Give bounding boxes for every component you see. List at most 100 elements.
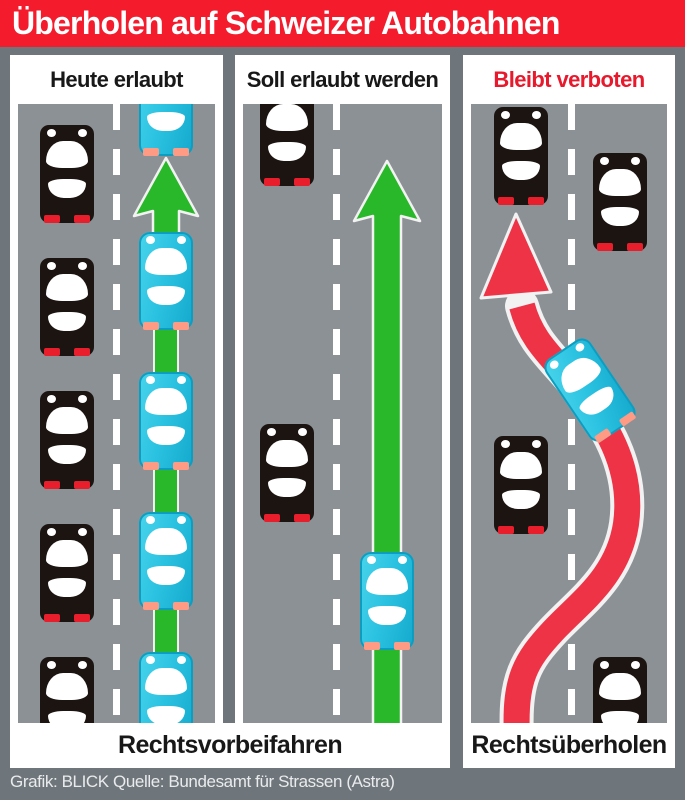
rear-window [48, 578, 86, 597]
panel-soll-erlaubt-werden: Soll erlaubt werden [235, 55, 450, 768]
headlight-dot-icon [177, 516, 186, 524]
taillight [74, 614, 90, 622]
windshield [145, 668, 187, 695]
road-bleibt-verboten [471, 104, 667, 723]
taillight [173, 322, 189, 330]
cyan-car [139, 104, 193, 156]
windshield [46, 141, 88, 168]
rear-window [147, 286, 185, 305]
black-car [40, 125, 94, 223]
headlight-dot-icon [532, 111, 541, 119]
cyan-car [139, 652, 193, 723]
rear-window [368, 606, 406, 625]
windshield [266, 104, 308, 131]
windshield [599, 169, 641, 196]
green-up-arrow-long-icon [352, 159, 422, 723]
taillight [44, 348, 60, 356]
label-rechtsueberholen: Rechtsüberholen [471, 731, 667, 759]
black-car [494, 436, 548, 534]
headlight-dot-icon [177, 236, 186, 244]
taillight [173, 462, 189, 470]
lane-divider-dashed-line [568, 104, 575, 723]
panel-heute-erlaubt: Heute erlaubt [10, 55, 223, 768]
windshield [266, 440, 308, 467]
windshield [145, 388, 187, 415]
black-car [40, 524, 94, 622]
lane-divider-dashed-line [333, 104, 340, 723]
headlight-dot-icon [573, 341, 586, 354]
headlight-dot-icon [47, 129, 56, 137]
page-title: Überholen auf Schweizer Autobahnen [12, 5, 560, 41]
taillight [44, 614, 60, 622]
headlight-dot-icon [398, 556, 407, 564]
windshield [554, 350, 605, 397]
rear-window [147, 566, 185, 585]
rear-window [502, 161, 540, 180]
black-car [593, 657, 647, 723]
rear-window [577, 383, 620, 421]
windshield [46, 274, 88, 301]
rear-window [147, 426, 185, 445]
headlight-dot-icon [631, 661, 640, 669]
taillight [74, 481, 90, 489]
source-credit-text: Grafik: BLICK Quelle: Bundesamt für Stra… [10, 772, 395, 791]
rear-window [268, 142, 306, 161]
road-heute-erlaubt [18, 104, 215, 723]
taillight [143, 322, 159, 330]
taillight [44, 481, 60, 489]
windshield [500, 123, 542, 150]
headlight-dot-icon [177, 656, 186, 664]
headlight-dot-icon [600, 661, 609, 669]
windshield [366, 568, 408, 595]
taillight [528, 197, 544, 205]
black-car [260, 424, 314, 522]
black-car [593, 153, 647, 251]
headlight-dot-icon [78, 661, 87, 669]
black-car [260, 104, 314, 186]
cyan-car [139, 232, 193, 330]
taillight [394, 642, 410, 650]
windshield [46, 407, 88, 434]
headlight-dot-icon [146, 516, 155, 524]
taillight [597, 243, 613, 251]
headlight-dot-icon [367, 556, 376, 564]
taillight [498, 197, 514, 205]
rear-window [601, 207, 639, 226]
panel-bleibt-verboten: Bleibt verboten [463, 55, 675, 768]
cyan-car [139, 512, 193, 610]
cyan-car [360, 552, 414, 650]
taillight [498, 526, 514, 534]
headlight-dot-icon [47, 528, 56, 536]
windshield [145, 528, 187, 555]
rear-window [601, 711, 639, 723]
taillight [173, 148, 189, 156]
lane-divider-dashed-line [113, 104, 120, 723]
rear-window [48, 445, 86, 464]
headlight-dot-icon [146, 236, 155, 244]
headlight-dot-icon [501, 440, 510, 448]
headlight-dot-icon [631, 157, 640, 165]
rear-window [502, 490, 540, 509]
panel-header-soll-erlaubt-werden: Soll erlaubt werden [246, 66, 439, 92]
headlight-dot-icon [78, 262, 87, 270]
headlight-dot-icon [298, 428, 307, 436]
windshield [46, 540, 88, 567]
taillight [74, 348, 90, 356]
taillight [143, 462, 159, 470]
rear-window [48, 312, 86, 331]
headlight-dot-icon [78, 129, 87, 137]
windshield [145, 248, 187, 275]
rear-window [48, 711, 86, 723]
black-car [494, 107, 548, 205]
black-car [40, 657, 94, 723]
headlight-dot-icon [267, 428, 276, 436]
headlight-dot-icon [47, 262, 56, 270]
headlight-dot-icon [78, 528, 87, 536]
label-box-rechtsueberholen: Rechtsüberholen [463, 723, 675, 768]
windshield [46, 673, 88, 700]
rear-window [147, 112, 185, 131]
headlight-dot-icon [146, 376, 155, 384]
headlight-dot-icon [47, 395, 56, 403]
headlight-dot-icon [532, 440, 541, 448]
